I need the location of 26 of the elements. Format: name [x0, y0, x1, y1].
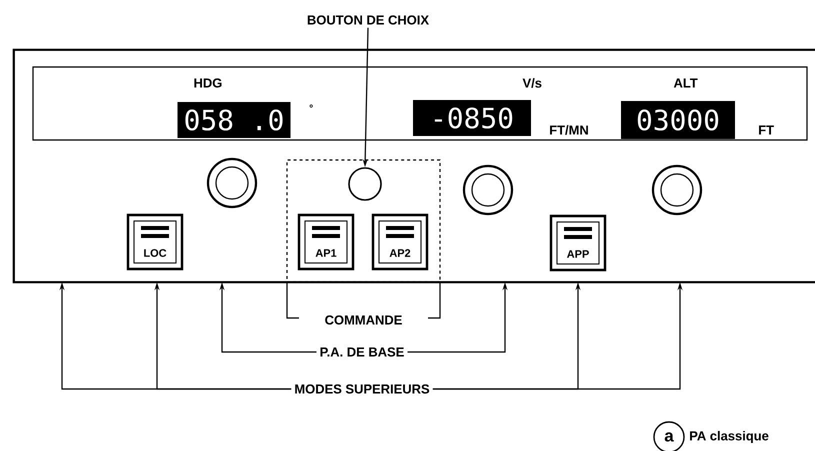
node-label: 03000	[638, 109, 718, 131]
unit-label: FT/MN	[550, 125, 588, 135]
knob	[652, 164, 702, 216]
push-button: AP2	[372, 214, 428, 270]
selector-knob	[348, 167, 382, 201]
callout-label: P.A. DE BASE	[316, 344, 408, 360]
display-label: V/s	[522, 78, 542, 88]
push-button: APP	[550, 214, 606, 272]
circled-letter: a	[653, 421, 685, 451]
digital-display: -0850	[413, 100, 531, 136]
knob	[462, 164, 514, 216]
callout-label: BOUTON DE CHOIX	[304, 12, 432, 28]
unit-label: PA classique	[690, 430, 768, 444]
push-button: AP1	[298, 214, 354, 270]
push-button: LOC	[126, 214, 184, 270]
digital-display: 058 .0	[178, 102, 290, 138]
node-label: COMMANDE	[325, 315, 402, 325]
display-strip	[32, 66, 808, 141]
digital-display: 03000	[621, 101, 735, 139]
unit-label: FT	[759, 126, 774, 134]
display-label: ALT	[674, 78, 698, 88]
callout-label: MODES SUPERIEURS	[291, 381, 433, 397]
unit-label: °	[310, 104, 313, 108]
display-label: HDG	[194, 78, 222, 88]
knob	[206, 158, 258, 208]
panel-frame	[12, 48, 815, 284]
